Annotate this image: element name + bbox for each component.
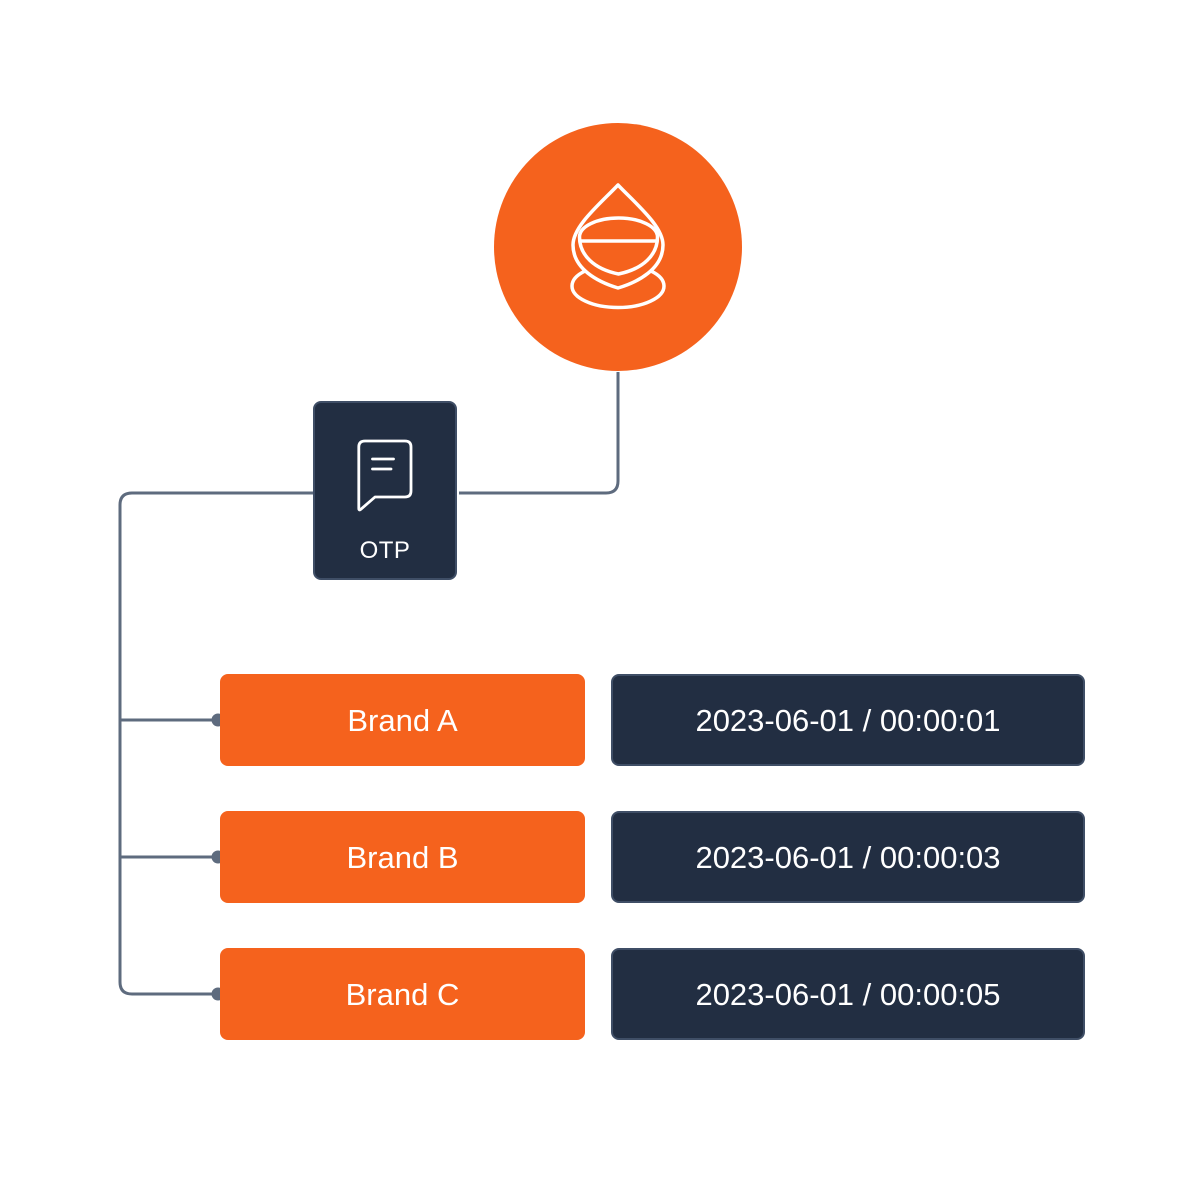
otp-node: OTP: [313, 401, 457, 580]
timestamp-node-a: 2023-06-01 / 00:00:01: [611, 674, 1085, 766]
brand-label: Brand B: [346, 839, 459, 875]
timestamp-label: 2023-06-01 / 00:00:01: [695, 702, 1001, 738]
timestamp-label: 2023-06-01 / 00:00:03: [695, 839, 1001, 875]
brand-node-c: Brand C: [220, 948, 585, 1040]
sms-message-icon: [357, 439, 413, 512]
timestamp-label: 2023-06-01 / 00:00:05: [695, 976, 1001, 1012]
hooded-fraudster-icon: [570, 183, 666, 310]
brand-node-b: Brand B: [220, 811, 585, 903]
connector-otp-trunk: [118, 491, 313, 996]
otp-label: OTP: [359, 537, 411, 564]
connector-attacker-to-otp: [459, 372, 620, 495]
brand-label: Brand C: [345, 976, 460, 1012]
attacker-circle: [494, 123, 742, 371]
timestamp-node-b: 2023-06-01 / 00:00:03: [611, 811, 1085, 903]
timestamp-node-c: 2023-06-01 / 00:00:05: [611, 948, 1085, 1040]
brand-label: Brand A: [347, 702, 458, 738]
brand-node-a: Brand A: [220, 674, 585, 766]
